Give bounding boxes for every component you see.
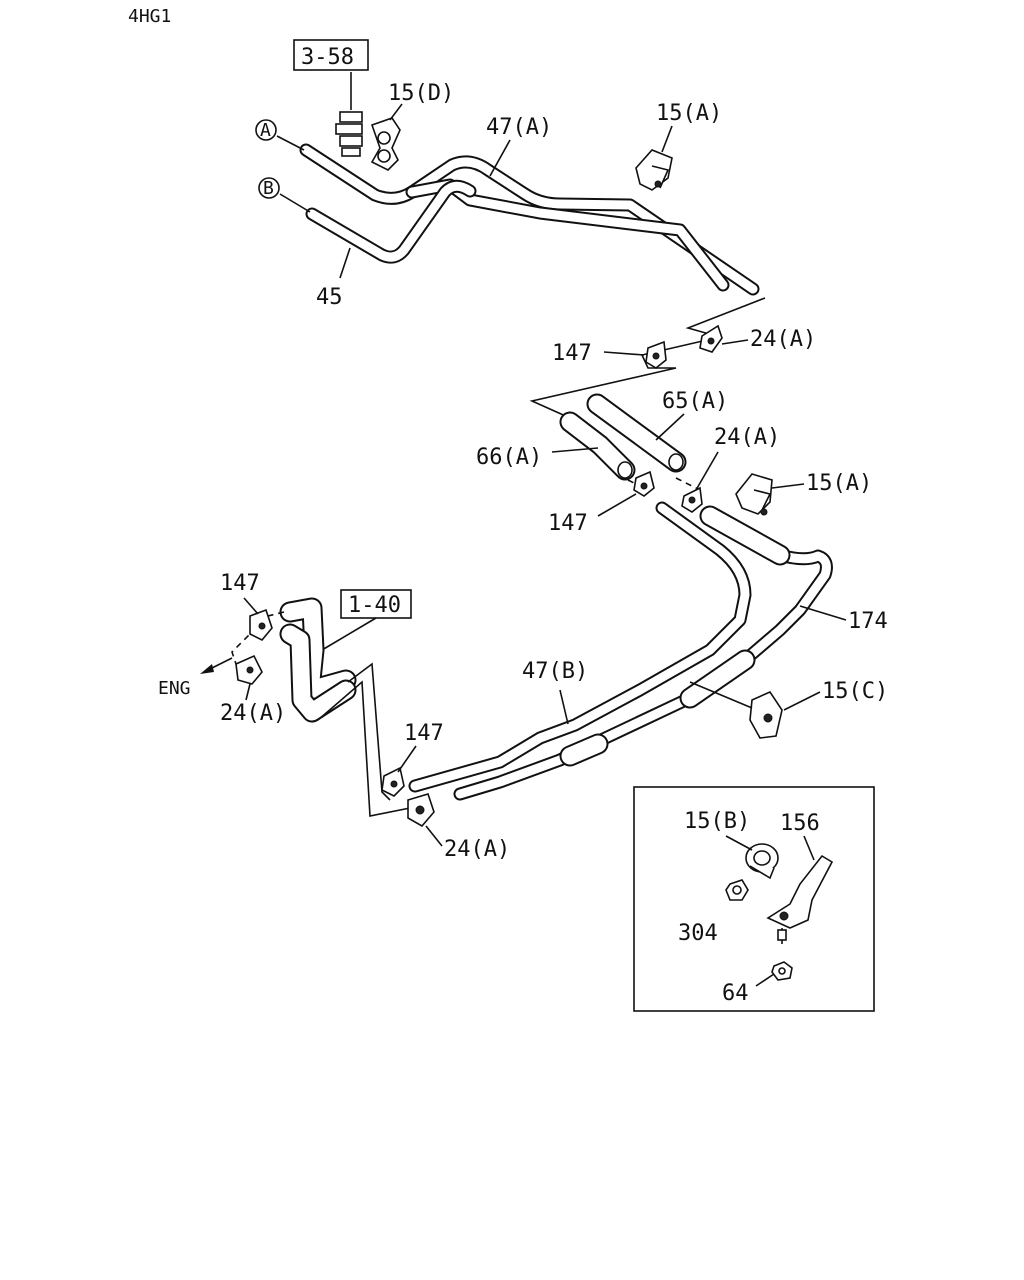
svg-text:A: A — [260, 120, 271, 141]
connector-b-marker: B — [258, 177, 311, 213]
part-24a-2-label: 24(A) — [714, 425, 780, 450]
clamp-24a-1-icon — [699, 324, 723, 353]
pipe-47b — [408, 501, 752, 793]
clip-15d-icon — [370, 103, 403, 171]
part-24a-4-label: 24(A) — [444, 837, 510, 862]
pipe-45 — [305, 179, 477, 264]
clamp-147-1-icon — [645, 340, 667, 369]
pipe-47a — [299, 143, 760, 296]
part-65a-label: 65(A) — [662, 389, 728, 414]
bolt-icon — [777, 928, 787, 944]
part-15a-top-label: 15(A) — [656, 101, 722, 126]
part-147-2-label: 147 — [548, 511, 588, 536]
connector-a-marker: A — [255, 119, 305, 151]
engine-label: ENG — [158, 678, 191, 699]
reference-box-1-40[interactable]: 1-40 — [340, 589, 412, 619]
part-156-label: 156 — [780, 811, 820, 836]
clamp-147-4-icon — [381, 766, 405, 797]
part-304-label: 304 — [678, 921, 718, 946]
clamp-147-3-icon — [249, 608, 273, 641]
nut-64-icon — [771, 961, 793, 981]
hose-66a — [559, 411, 636, 481]
clamp-24a-3-icon — [235, 654, 263, 685]
engine-arrow-icon — [200, 657, 233, 674]
clamp-147-2-icon — [633, 470, 655, 497]
nut-304-icon — [725, 879, 749, 901]
part-45-label: 45 — [316, 285, 343, 310]
bracket-156-icon — [766, 854, 834, 929]
part-147-3-label: 147 — [220, 571, 260, 596]
inset-detail-box: 15(B) 156 304 64 — [633, 786, 875, 1012]
part-15c-label: 15(C) — [822, 679, 888, 704]
part-174-label: 174 — [848, 609, 888, 634]
hose-engine-side — [279, 597, 357, 723]
reference-3-58-label: 3-58 — [301, 45, 354, 70]
clip-15b-icon — [745, 843, 779, 880]
part-66a-label: 66(A) — [476, 445, 542, 470]
part-24a-3-label: 24(A) — [220, 701, 286, 726]
part-147-4-label: 147 — [404, 721, 444, 746]
clamp-3-58-icon — [335, 72, 363, 157]
part-24a-1-label: 24(A) — [750, 327, 816, 352]
pipe-174 — [453, 505, 833, 801]
svg-text:B: B — [263, 178, 274, 199]
part-15d-label: 15(D) — [388, 81, 454, 106]
part-64-label: 64 — [722, 981, 749, 1006]
part-47b-label: 47(B) — [522, 659, 588, 684]
part-147-1-label: 147 — [552, 341, 592, 366]
engine-code: 4HG1 — [128, 6, 171, 27]
reference-box-3-58[interactable]: 3-58 — [293, 39, 369, 71]
clip-15c-icon — [689, 681, 783, 739]
part-15b-label: 15(B) — [684, 809, 750, 834]
part-15a-mid-label: 15(A) — [806, 471, 872, 496]
clip-15a-mid-icon — [735, 473, 773, 516]
hose-65a — [586, 393, 687, 473]
clamp-24a-4-icon — [407, 793, 435, 828]
clip-15a-top-icon — [635, 149, 673, 191]
reference-1-40-label: 1-40 — [348, 593, 401, 618]
clamp-24a-2-icon — [681, 486, 703, 513]
part-47a-label: 47(A) — [486, 115, 552, 140]
